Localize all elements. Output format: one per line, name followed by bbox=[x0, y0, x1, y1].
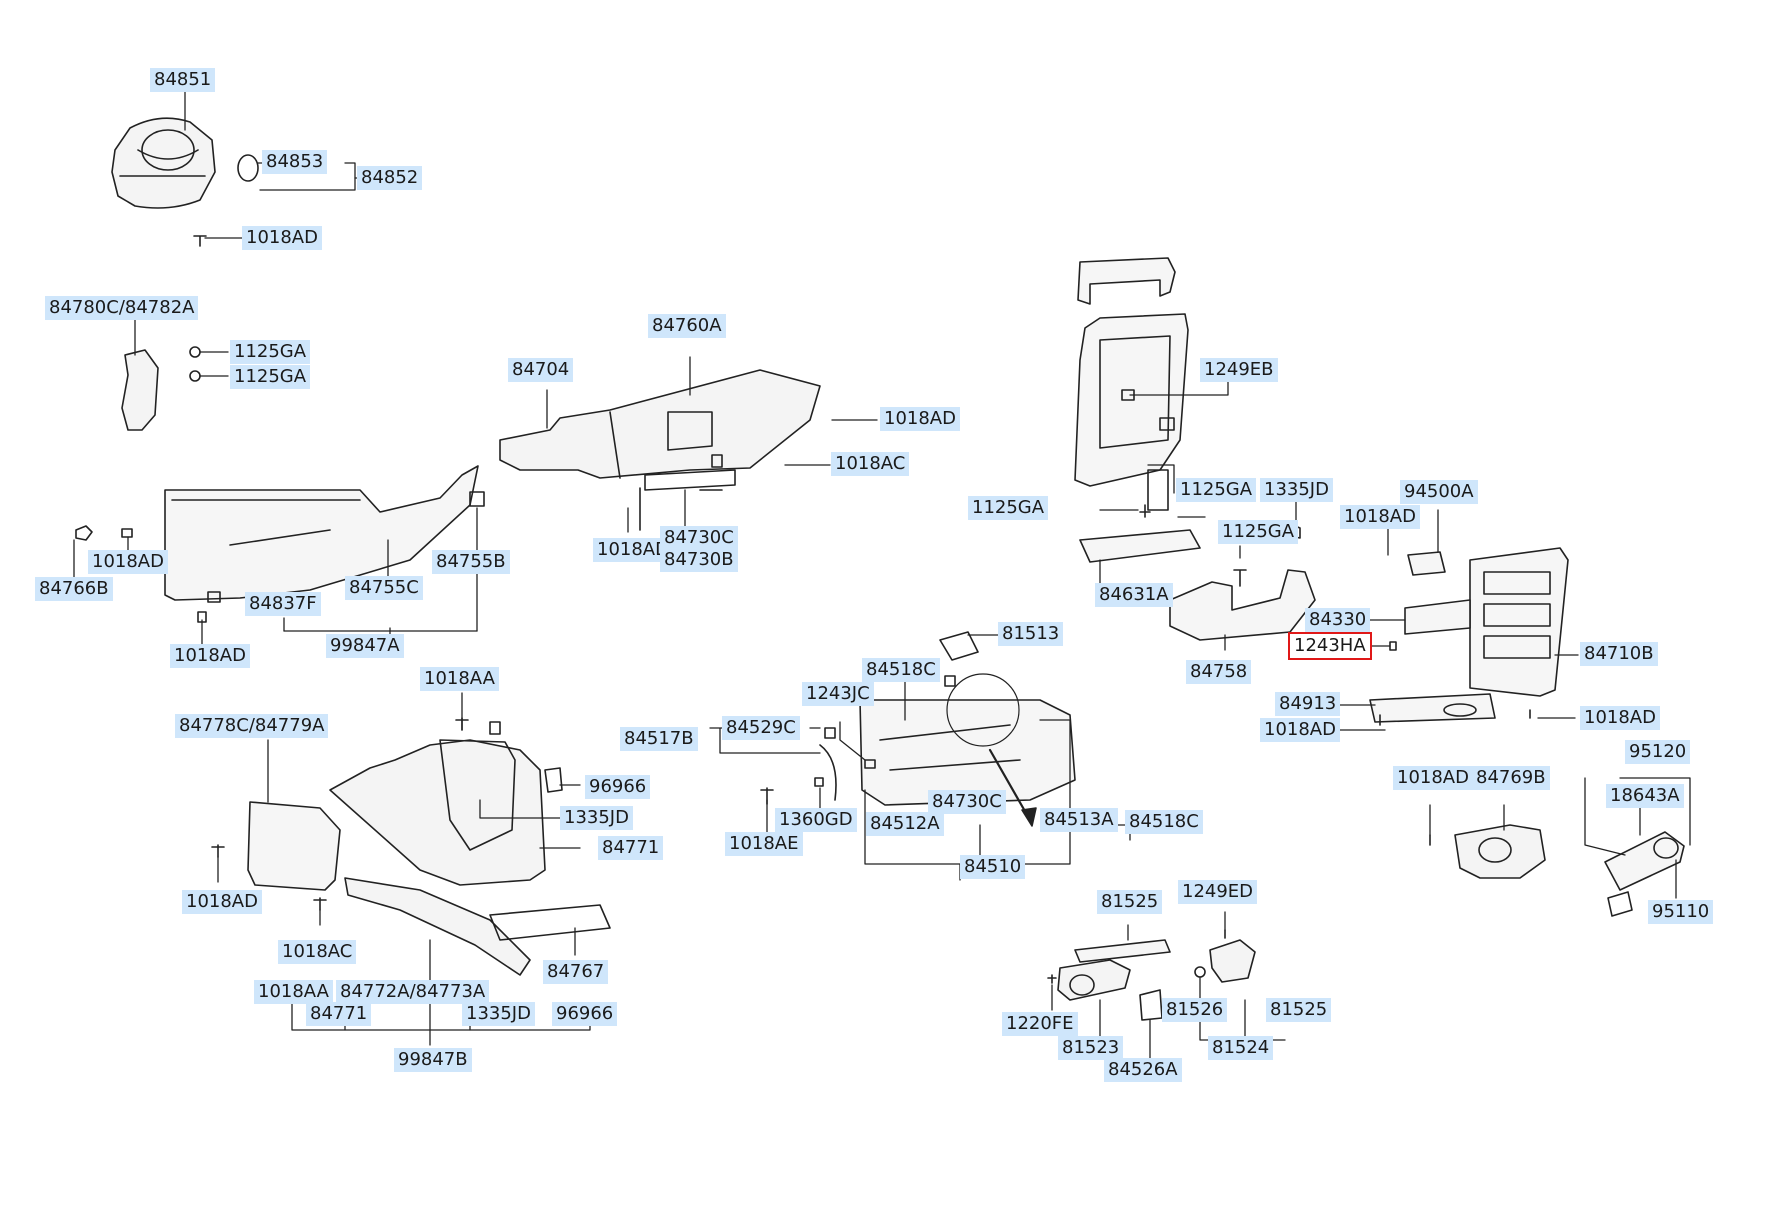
part-label-84330[interactable]: 84330 bbox=[1305, 608, 1371, 632]
part-label-81513[interactable]: 81513 bbox=[998, 622, 1064, 646]
part-label-1018ad[interactable]: 1018AD bbox=[182, 890, 262, 914]
part-label-1360gd[interactable]: 1360GD bbox=[775, 808, 857, 832]
part-label-96966[interactable]: 96966 bbox=[585, 775, 651, 799]
part-label-1243jc[interactable]: 1243JC bbox=[802, 682, 874, 706]
part-label-84837f[interactable]: 84837F bbox=[245, 592, 321, 616]
part-label-99847a[interactable]: 99847A bbox=[326, 634, 404, 658]
part-label-81524[interactable]: 81524 bbox=[1208, 1036, 1274, 1060]
part-label-1249ed[interactable]: 1249ED bbox=[1178, 880, 1258, 904]
part-label-81526[interactable]: 81526 bbox=[1162, 998, 1228, 1022]
part-label-81523[interactable]: 81523 bbox=[1058, 1036, 1124, 1060]
part-label-1335jd[interactable]: 1335JD bbox=[462, 1002, 535, 1026]
glove-box-drawing bbox=[499, 369, 821, 531]
part-label-81525[interactable]: 81525 bbox=[1266, 998, 1332, 1022]
part-label-1018ad[interactable]: 1018AD bbox=[1580, 706, 1660, 730]
part-label-1125ga[interactable]: 1125GA bbox=[230, 340, 311, 364]
part-label-84730c[interactable]: 84730C bbox=[660, 526, 738, 550]
part-label-84769b[interactable]: 84769B bbox=[1472, 766, 1550, 790]
part-label-99847b[interactable]: 99847B bbox=[394, 1048, 472, 1072]
part-label-84760a[interactable]: 84760A bbox=[648, 314, 726, 338]
part-label-1018ae[interactable]: 1018AE bbox=[725, 832, 803, 856]
leaders-center-bezel bbox=[1339, 509, 1579, 731]
bracket-drawing bbox=[121, 346, 201, 431]
part-label-84913[interactable]: 84913 bbox=[1275, 692, 1341, 716]
part-label-84778c-84779a[interactable]: 84778C/84779A bbox=[175, 714, 329, 738]
part-label-84771[interactable]: 84771 bbox=[598, 836, 664, 860]
part-label-84517b[interactable]: 84517B bbox=[620, 727, 698, 751]
part-label-1018ad[interactable]: 1018AD bbox=[593, 538, 673, 562]
lower-panel-drawing bbox=[75, 465, 485, 623]
part-label-84772a-84773a[interactable]: 84772A/84773A bbox=[336, 980, 490, 1004]
latch-lock-drawing bbox=[1047, 929, 1256, 1021]
part-label-1018ac[interactable]: 1018AC bbox=[278, 940, 357, 964]
part-label-84510[interactable]: 84510 bbox=[960, 855, 1026, 879]
part-label-84704[interactable]: 84704 bbox=[508, 358, 574, 382]
part-label-1018ac[interactable]: 1018AC bbox=[831, 452, 910, 476]
part-label-84512a[interactable]: 84512A bbox=[866, 812, 944, 836]
part-label-96966[interactable]: 96966 bbox=[552, 1002, 618, 1026]
part-label-84730c[interactable]: 84730C bbox=[928, 790, 1006, 814]
part-label-84518c[interactable]: 84518C bbox=[862, 658, 940, 682]
part-label-1018ad[interactable]: 1018AD bbox=[88, 550, 168, 574]
part-label-1125ga[interactable]: 1125GA bbox=[1176, 478, 1257, 502]
part-label-1335jd[interactable]: 1335JD bbox=[560, 806, 633, 830]
part-label-84852[interactable]: 84852 bbox=[357, 166, 423, 190]
leaders-duct bbox=[1224, 501, 1297, 651]
part-label-81525[interactable]: 81525 bbox=[1097, 890, 1163, 914]
part-label-84758[interactable]: 84758 bbox=[1186, 660, 1252, 684]
steering-column-shroud-drawing bbox=[111, 117, 259, 247]
part-label-1018ad[interactable]: 1018AD bbox=[1260, 718, 1340, 742]
part-label-1018ad[interactable]: 1018AD bbox=[1340, 505, 1420, 529]
part-label-84755c[interactable]: 84755C bbox=[345, 576, 423, 600]
part-label-1335jd[interactable]: 1335JD bbox=[1260, 478, 1333, 502]
part-label-84513a[interactable]: 84513A bbox=[1040, 808, 1118, 832]
part-label-84771[interactable]: 84771 bbox=[306, 1002, 372, 1026]
ashtray-drawing bbox=[1429, 824, 1685, 917]
part-label-84631a[interactable]: 84631A bbox=[1095, 583, 1173, 607]
part-label-1243ha-highlighted[interactable]: 1243HA bbox=[1288, 632, 1372, 660]
part-label-1018ad[interactable]: 1018AD bbox=[880, 407, 960, 431]
part-label-1018ad[interactable]: 1018AD bbox=[242, 226, 322, 250]
part-label-94500a[interactable]: 94500A bbox=[1400, 480, 1478, 504]
upper-bracket-drawing bbox=[1074, 257, 1201, 563]
part-label-1125ga[interactable]: 1125GA bbox=[1218, 520, 1299, 544]
leaders-bracket bbox=[134, 317, 229, 377]
part-label-84766b[interactable]: 84766B bbox=[35, 577, 113, 601]
part-label-84853[interactable]: 84853 bbox=[262, 150, 328, 174]
part-label-84730b[interactable]: 84730B bbox=[660, 548, 738, 572]
knee-bolster-drawing bbox=[211, 717, 611, 976]
part-label-84755b[interactable]: 84755B bbox=[432, 550, 510, 574]
part-label-1249eb[interactable]: 1249EB bbox=[1200, 358, 1278, 382]
part-label-1125ga[interactable]: 1125GA bbox=[968, 496, 1049, 520]
part-label-1125ga[interactable]: 1125GA bbox=[230, 365, 311, 389]
glove-box-door-drawing bbox=[760, 631, 1076, 827]
part-label-84529c[interactable]: 84529C bbox=[722, 716, 800, 740]
part-label-1018aa[interactable]: 1018AA bbox=[254, 980, 333, 1004]
part-label-84710b[interactable]: 84710B bbox=[1580, 642, 1658, 666]
part-label-1018ad[interactable]: 1018AD bbox=[1393, 766, 1473, 790]
part-label-1220fe[interactable]: 1220FE bbox=[1002, 1012, 1078, 1036]
part-label-1018aa[interactable]: 1018AA bbox=[420, 667, 499, 691]
center-bezel-drawing bbox=[1369, 547, 1569, 726]
part-label-18643a[interactable]: 18643A bbox=[1606, 784, 1684, 808]
part-label-84851[interactable]: 84851 bbox=[150, 68, 216, 92]
part-label-84767[interactable]: 84767 bbox=[543, 960, 609, 984]
part-label-1018ad[interactable]: 1018AD bbox=[170, 644, 250, 668]
part-label-84780c-84782a[interactable]: 84780C/84782A bbox=[45, 296, 199, 320]
part-label-95110[interactable]: 95110 bbox=[1648, 900, 1714, 924]
leaders-ashtray bbox=[1429, 777, 1691, 899]
part-label-95120[interactable]: 95120 bbox=[1625, 740, 1691, 764]
part-label-84526a[interactable]: 84526A bbox=[1104, 1058, 1182, 1082]
part-label-84518c[interactable]: 84518C bbox=[1125, 810, 1203, 834]
